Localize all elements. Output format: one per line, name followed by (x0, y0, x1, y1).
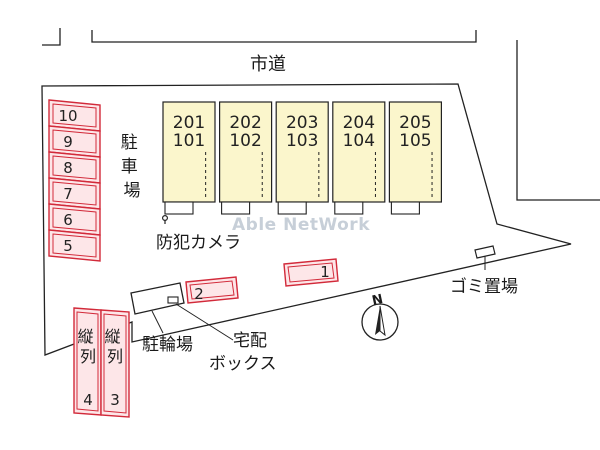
vertical-stall-right-text: 縦 列 (104, 327, 125, 366)
parking-stall-9: 9 (48, 125, 101, 158)
unit-upper-number: 205 (399, 113, 431, 133)
parking-label-char-2: 車 (121, 157, 138, 177)
unit-upper-number: 202 (229, 113, 261, 133)
garbage-area (474, 245, 496, 270)
road-label: 市道 (250, 54, 286, 75)
parking-stall-1: 1 (283, 258, 339, 287)
delivery-label-line-1: 宅配 (233, 331, 267, 351)
unit-upper-number: 203 (286, 113, 318, 133)
bike-parking (130, 282, 185, 315)
camera-label: 防犯カメラ (156, 233, 241, 253)
parking-stall-5-number: 5 (63, 237, 73, 255)
bike-label: 駐輪場 (142, 335, 193, 355)
vertical-stall-right-char-2: 列 (107, 347, 123, 366)
unit-lower-number: 103 (286, 131, 318, 151)
north-label: N (371, 292, 385, 309)
parking-stall-2: 2 (185, 276, 239, 304)
parking-stall-1-number: 1 (320, 263, 330, 281)
vertical-stall-right-char-1: 縦 (104, 327, 120, 346)
vertical-stall-left: 縦 列 4 (73, 307, 102, 416)
parking-stall-7: 7 (48, 177, 101, 210)
delivery-label-line-2: ボックス (209, 354, 277, 374)
parking-stall-6-number: 6 (63, 211, 73, 229)
vertical-stall-left-number: 4 (83, 391, 93, 409)
security-camera-icon (162, 215, 169, 224)
delivery-box (167, 296, 179, 304)
unit-lower-number: 105 (399, 131, 431, 151)
vertical-stall-left-char-2: 列 (80, 347, 96, 366)
unit-lower-number: 102 (229, 131, 261, 151)
road (42, 28, 600, 201)
vertical-stall-left-char-1: 縦 (77, 327, 93, 346)
garbage-label: ゴミ置場 (450, 276, 518, 297)
unit-lower-number: 104 (343, 131, 375, 151)
parking-stall-2-number: 2 (194, 285, 204, 303)
parking-stall-5: 5 (48, 229, 101, 262)
parking-label-char-3: 場 (124, 181, 141, 201)
watermark: Able NetWork (232, 215, 370, 235)
vertical-stall-right: 縦 列 3 (100, 309, 130, 418)
unit-upper-number: 201 (173, 113, 205, 133)
left-parking-stalls: 10 9 8 7 6 5 (48, 99, 101, 262)
delivery-label: 宅配 ボックス (209, 331, 277, 374)
parking-stall-9-number: 9 (63, 133, 73, 151)
vertical-stall-left-text: 縦 列 (77, 327, 98, 366)
parking-stall-10-number: 10 (58, 107, 77, 125)
vertical-stalls: 縦 列 4 縦 列 3 (73, 307, 130, 418)
north-arrow-icon: N (361, 292, 399, 341)
parking-label: 駐 車 場 (121, 133, 143, 201)
parking-stall-8-number: 8 (63, 159, 73, 177)
unit-upper-number: 204 (343, 113, 375, 133)
unit-lower-number: 101 (173, 131, 205, 151)
delivery-label-leader (175, 303, 234, 341)
parking-stall-7-number: 7 (63, 185, 73, 203)
vertical-stall-right-number: 3 (110, 391, 120, 409)
center-parking-stalls: 2 1 (185, 258, 339, 304)
bike-label-leader (151, 310, 164, 334)
parking-label-char-1: 駐 (121, 133, 138, 153)
